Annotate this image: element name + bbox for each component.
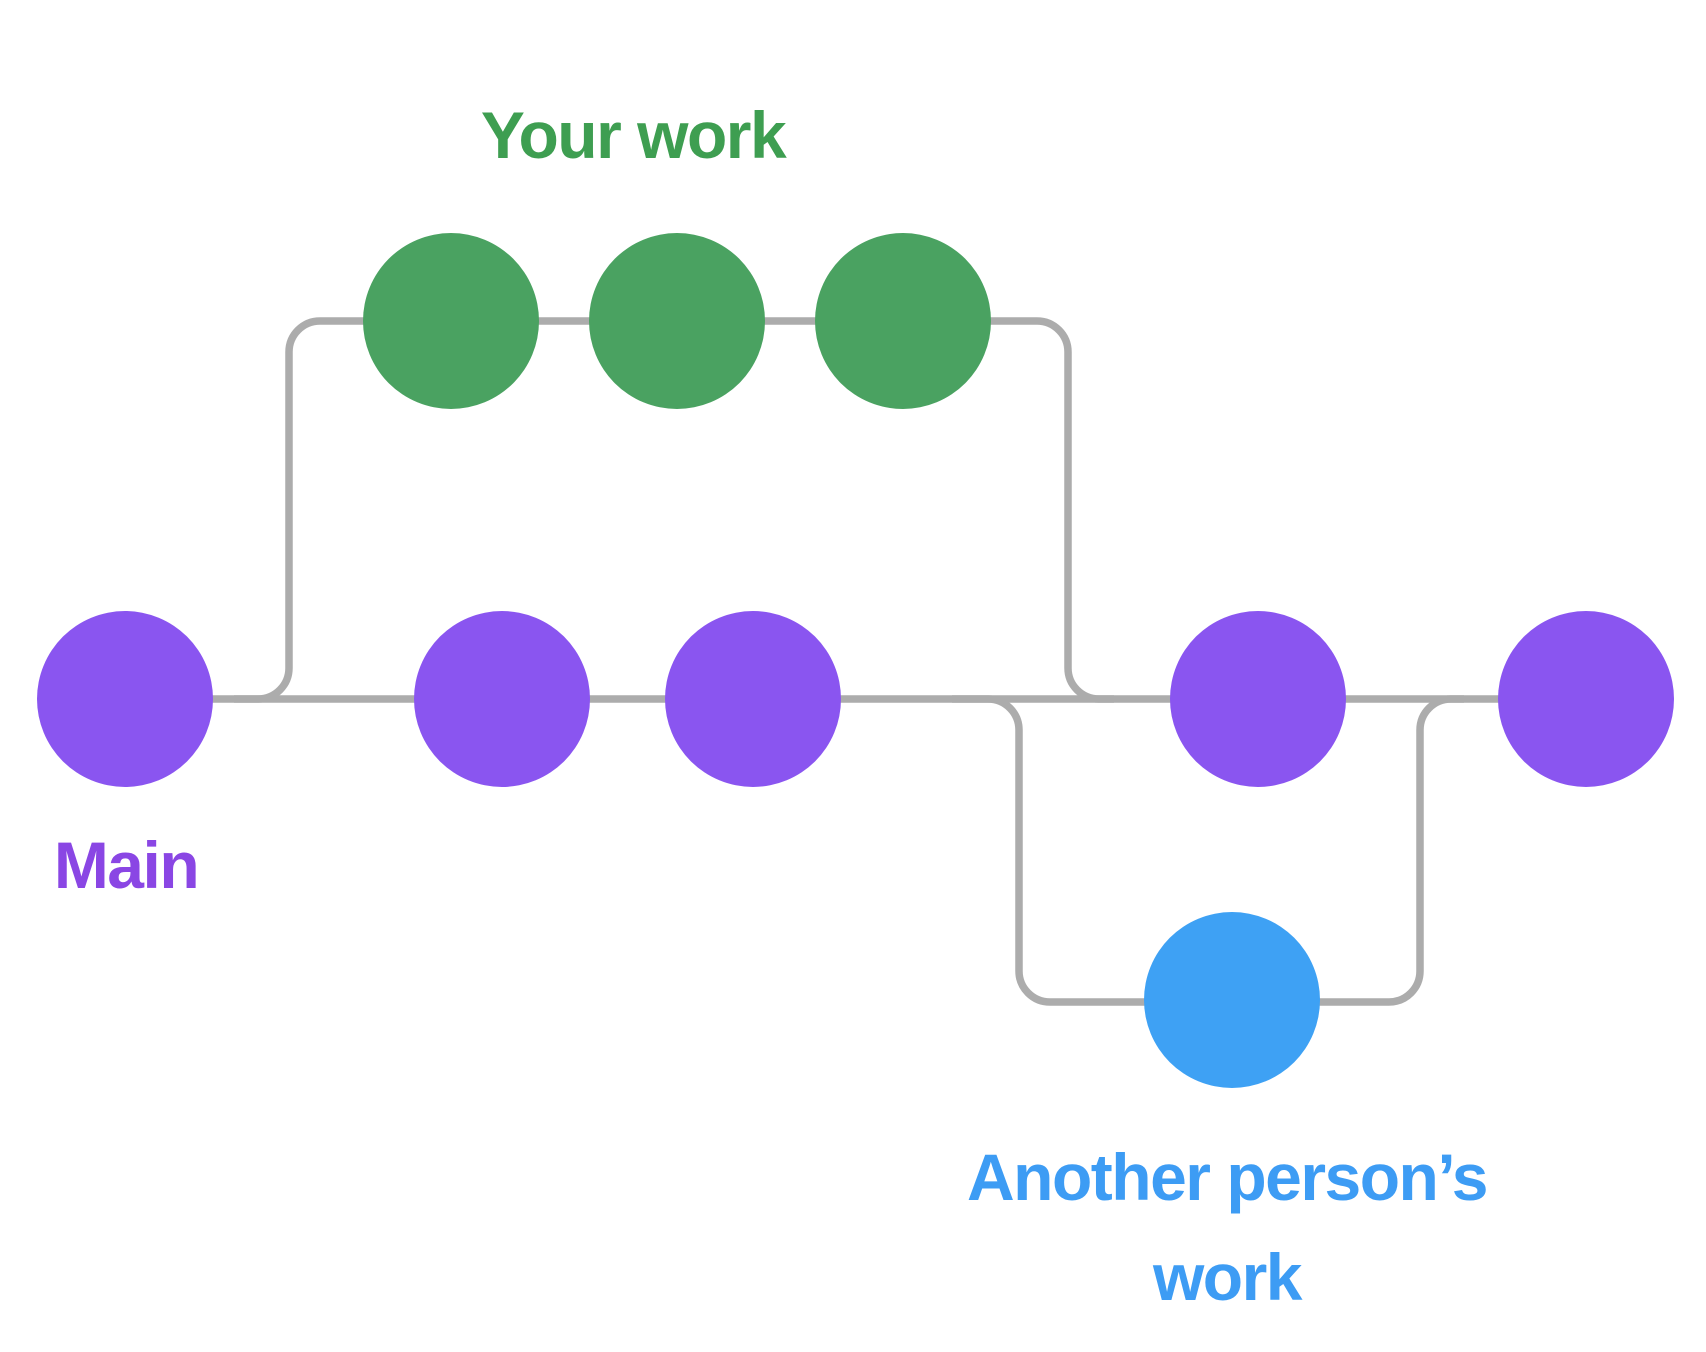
connector-lines bbox=[125, 317, 1586, 1006]
commit-node-your-work-2 bbox=[589, 233, 765, 409]
commit-node-another-persons-work-1 bbox=[1144, 912, 1320, 1088]
connector-your-work-merge-in bbox=[986, 317, 1114, 703]
branch-label-your-work: Your work bbox=[481, 98, 787, 172]
branch-label-another-person-line2: work bbox=[1152, 1240, 1303, 1314]
branch-label-another-person-line1: Another person’s bbox=[967, 1140, 1487, 1214]
commit-node-main-4 bbox=[1170, 611, 1346, 787]
connector-your-work-branch-out bbox=[234, 317, 368, 703]
branch-label-main: Main bbox=[54, 828, 198, 902]
commit-node-your-work-1 bbox=[363, 233, 539, 409]
commit-node-main-3 bbox=[665, 611, 841, 787]
commit-node-main-2 bbox=[414, 611, 590, 787]
commit-nodes bbox=[37, 233, 1674, 1088]
commit-node-your-work-3 bbox=[815, 233, 991, 409]
connector-another-branch-out bbox=[952, 695, 1148, 1006]
commit-node-main-5 bbox=[1498, 611, 1674, 787]
branch-labels: Your work Main Another person’s work bbox=[54, 98, 1489, 1314]
connector-another-merge-in bbox=[1316, 695, 1464, 1006]
commit-node-main-1 bbox=[37, 611, 213, 787]
